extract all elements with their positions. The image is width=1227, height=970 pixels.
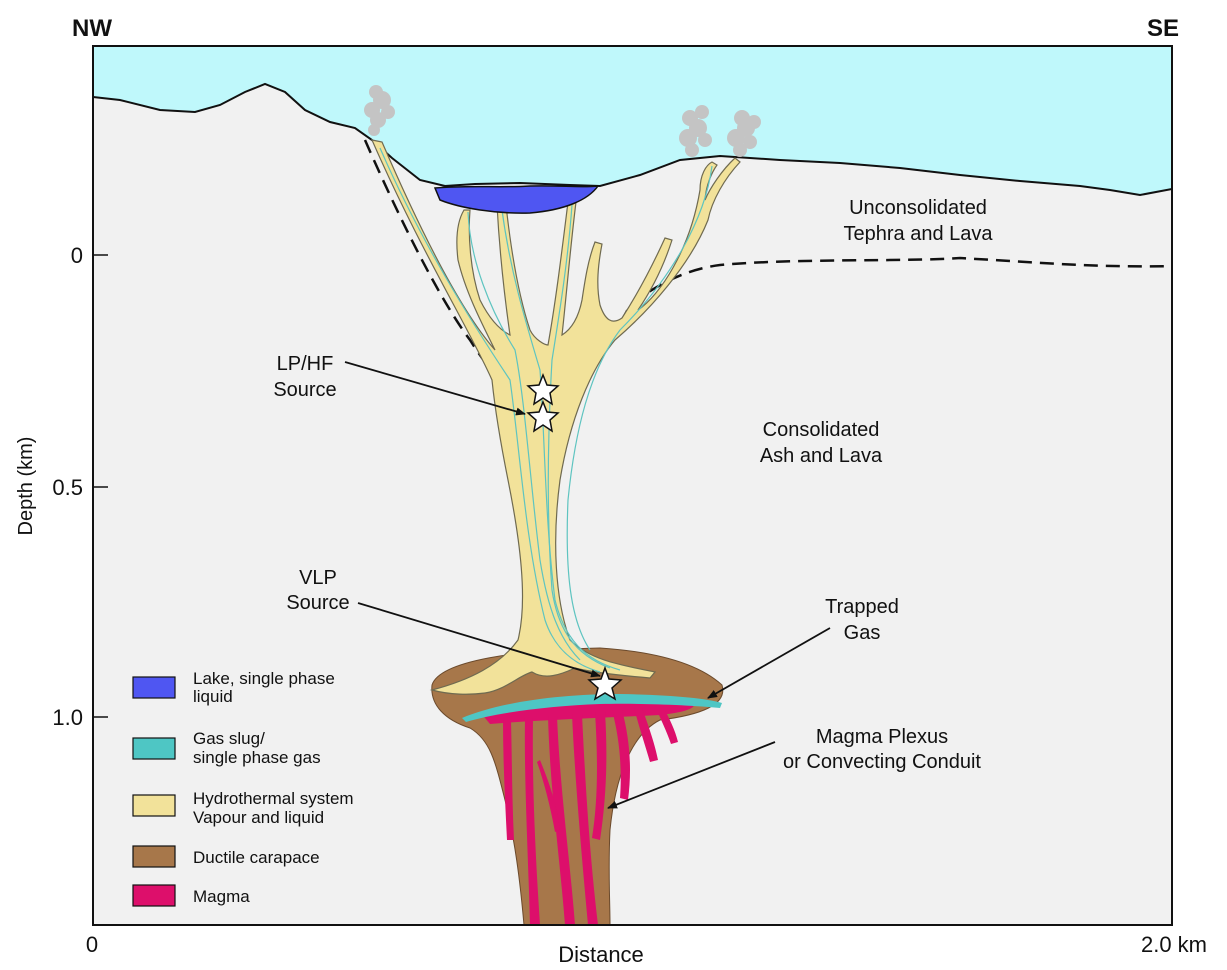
- lphf-label-line1: LP/HF: [277, 353, 334, 375]
- legend-label-gas-line2: single phase gas: [193, 748, 321, 767]
- consolidated-label-line1: Consolidated: [763, 419, 880, 441]
- y-axis-label: Depth (km): [15, 437, 37, 536]
- consolidated-label-line2: Ash and Lava: [760, 445, 883, 467]
- vlp-label-line2: Source: [286, 592, 349, 614]
- trapped-gas-label-line2: Gas: [844, 622, 881, 644]
- y-tick-label-0: 0: [71, 243, 83, 268]
- legend-label-hydrothermal-line1: Hydrothermal system: [193, 789, 354, 808]
- direction-se-label: SE: [1147, 15, 1179, 42]
- legend-swatch-magma: [133, 885, 175, 906]
- trapped-gas-label-line1: Trapped: [825, 596, 899, 618]
- legend-swatch-carapace: [133, 846, 175, 867]
- legend-item-carapace: Ductile carapace: [133, 846, 320, 867]
- legend-label-carapace: Ductile carapace: [193, 848, 320, 867]
- legend-label-gas-line1: Gas slug/: [193, 729, 265, 748]
- legend-swatch-hydrothermal: [133, 795, 175, 816]
- direction-nw-label: NW: [72, 15, 112, 42]
- unconsolidated-label-line2: Tephra and Lava: [843, 223, 993, 245]
- y-tick-label-0-5: 0.5: [52, 475, 83, 500]
- legend-swatch-lake: [133, 677, 175, 698]
- legend-label-magma: Magma: [193, 887, 250, 906]
- x-axis-label: Distance: [558, 942, 644, 967]
- magma-plexus-label-line1: Magma Plexus: [816, 726, 948, 748]
- legend-label-lake-line2: liquid: [193, 687, 233, 706]
- legend-label-lake-line1: Lake, single phase: [193, 669, 335, 688]
- legend-label-hydrothermal-line2: Vapour and liquid: [193, 808, 324, 827]
- unconsolidated-label-line1: Unconsolidated: [849, 197, 987, 219]
- y-tick-label-1-0: 1.0: [52, 705, 83, 730]
- magma-plexus-label-line2: or Convecting Conduit: [783, 751, 981, 773]
- x-axis-end-label: 2.0 km: [1141, 932, 1207, 957]
- lphf-label-line2: Source: [273, 379, 336, 401]
- x-axis-start-label: 0: [86, 932, 98, 957]
- legend-swatch-gas: [133, 738, 175, 759]
- vlp-label-line1: VLP: [299, 567, 337, 589]
